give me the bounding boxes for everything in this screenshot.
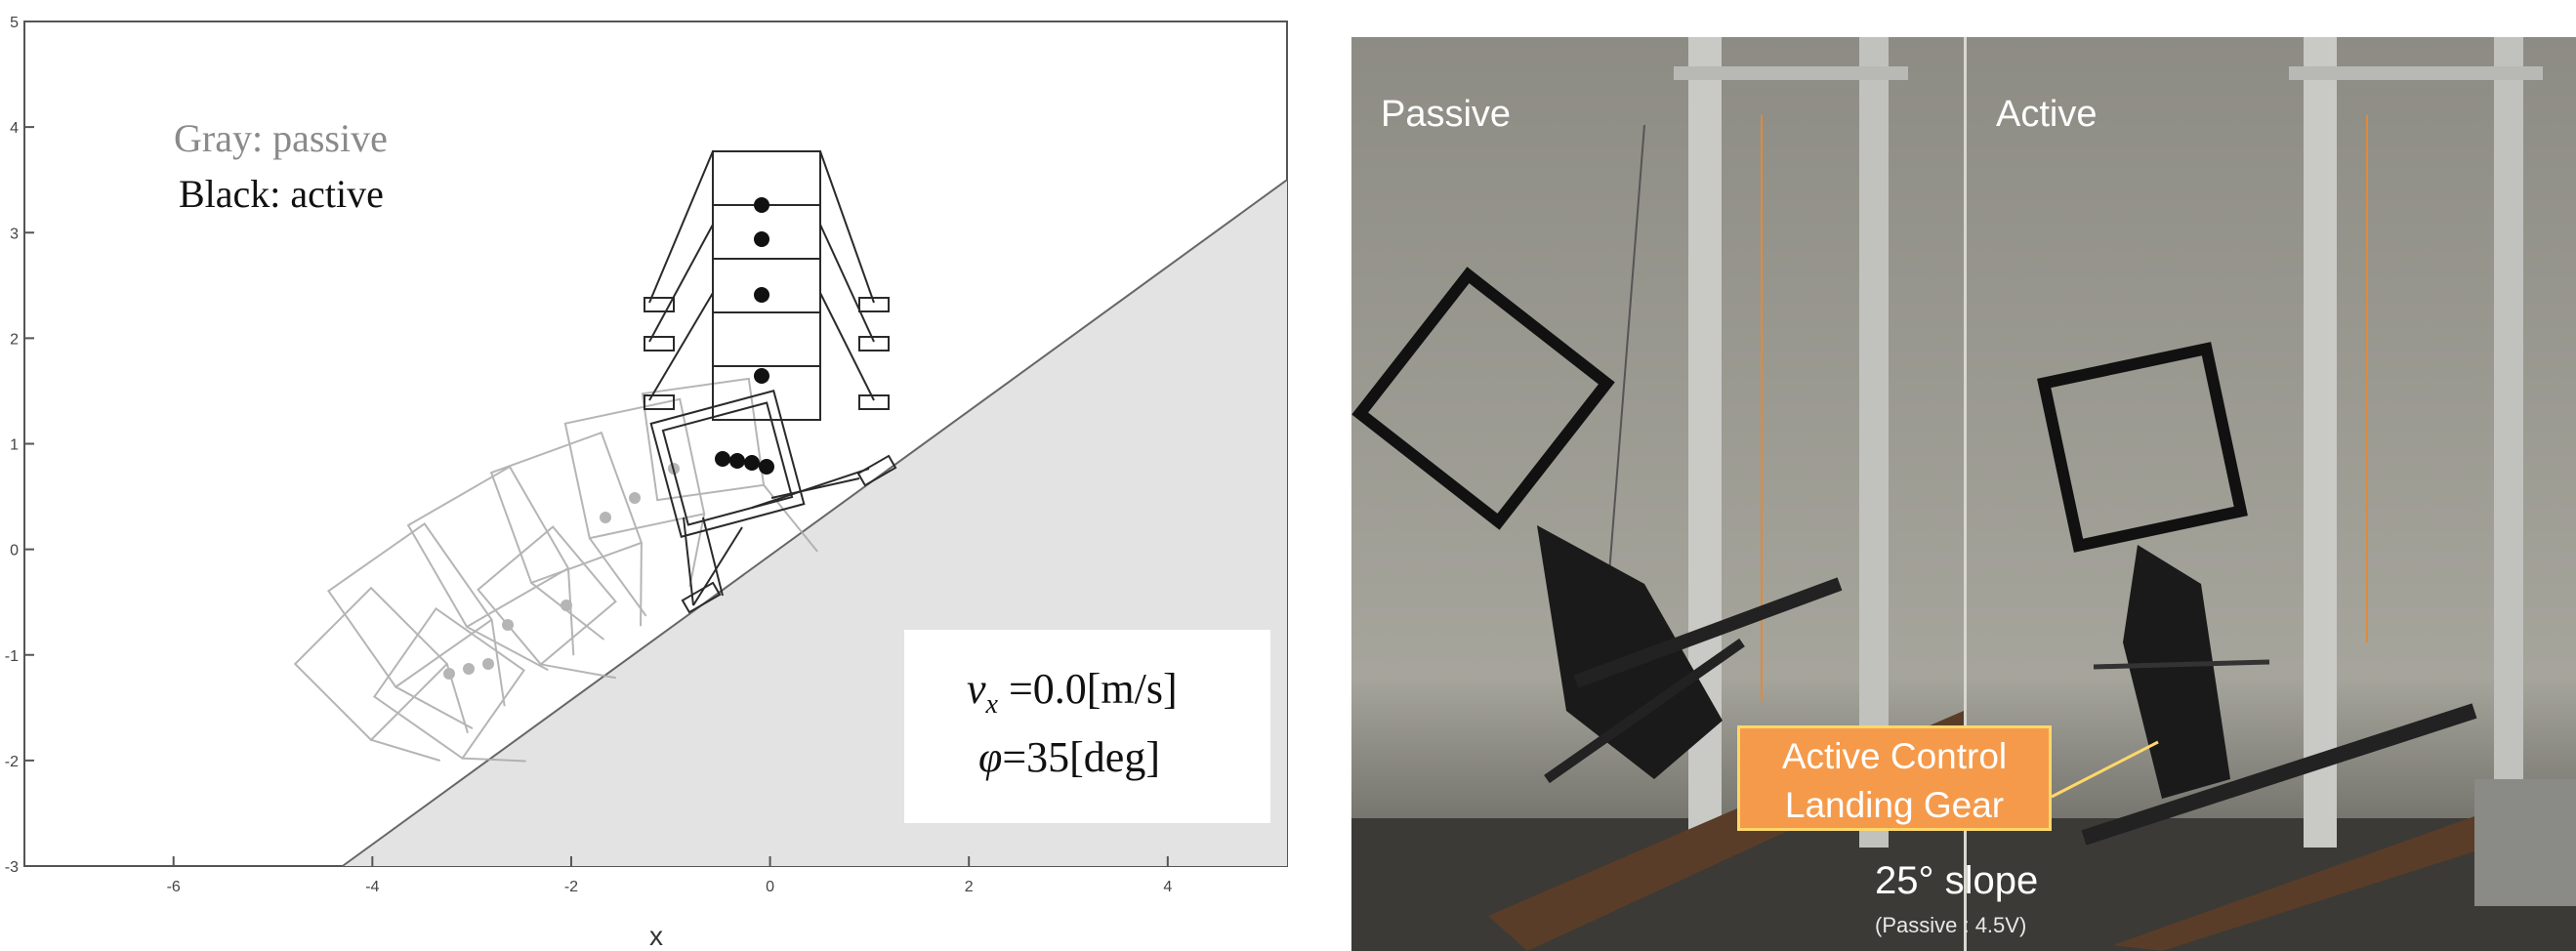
legend-active: Black: active	[179, 172, 384, 216]
param-phi: φ=35[deg]	[978, 733, 1160, 781]
active-trajectory	[644, 150, 897, 614]
x-tick-label: 0	[766, 879, 774, 895]
simulation-plot: 5 4 3 2 1 0 -1 -2 -3 -6 -4 -2 0 2 4	[5, 15, 1288, 951]
y-tick-label: -1	[5, 648, 19, 665]
landing-gear-callout: Active Control Landing Gear	[1737, 725, 2052, 831]
y-tick-label: 5	[10, 15, 19, 31]
callout-line-1: Active Control	[1781, 736, 2008, 776]
x-tick-label: 2	[965, 879, 974, 895]
y-tick-label: 0	[10, 543, 19, 559]
callout-line-2: Landing Gear	[1784, 785, 2005, 825]
x-axis-ticks: -6 -4 -2 0 2 4	[167, 856, 1172, 895]
parameter-box	[904, 630, 1270, 823]
active-label: Active	[1996, 94, 2098, 135]
passive-trajectory	[293, 377, 818, 763]
x-tick-label: -6	[167, 879, 181, 895]
active-photo-panel: Active	[1964, 37, 2576, 951]
y-tick-label: 1	[10, 437, 19, 454]
legend-passive: Gray: passive	[174, 116, 388, 160]
y-tick-label: 4	[10, 120, 19, 137]
y-axis-ticks: 5 4 3 2 1 0 -1 -2 -3	[5, 15, 34, 876]
x-tick-label: -2	[564, 879, 578, 895]
x-axis-label: x	[649, 921, 663, 951]
passive-label: Passive	[1381, 94, 1512, 135]
y-tick-label: -2	[5, 754, 19, 770]
x-tick-label: 4	[1163, 879, 1172, 895]
y-tick-label: 2	[10, 331, 19, 348]
y-tick-label: -3	[5, 859, 19, 876]
y-tick-label: 3	[10, 226, 19, 242]
slope-label: 25° slope	[1875, 859, 2039, 902]
slope-sub-label: (Passive : 4.5V)	[1875, 913, 2027, 937]
passive-photo-panel: Passive	[1351, 37, 1964, 951]
slope-line	[342, 179, 1288, 867]
param-vx: vx =0.0[m/s]	[967, 665, 1178, 720]
x-tick-label: -4	[365, 879, 379, 895]
